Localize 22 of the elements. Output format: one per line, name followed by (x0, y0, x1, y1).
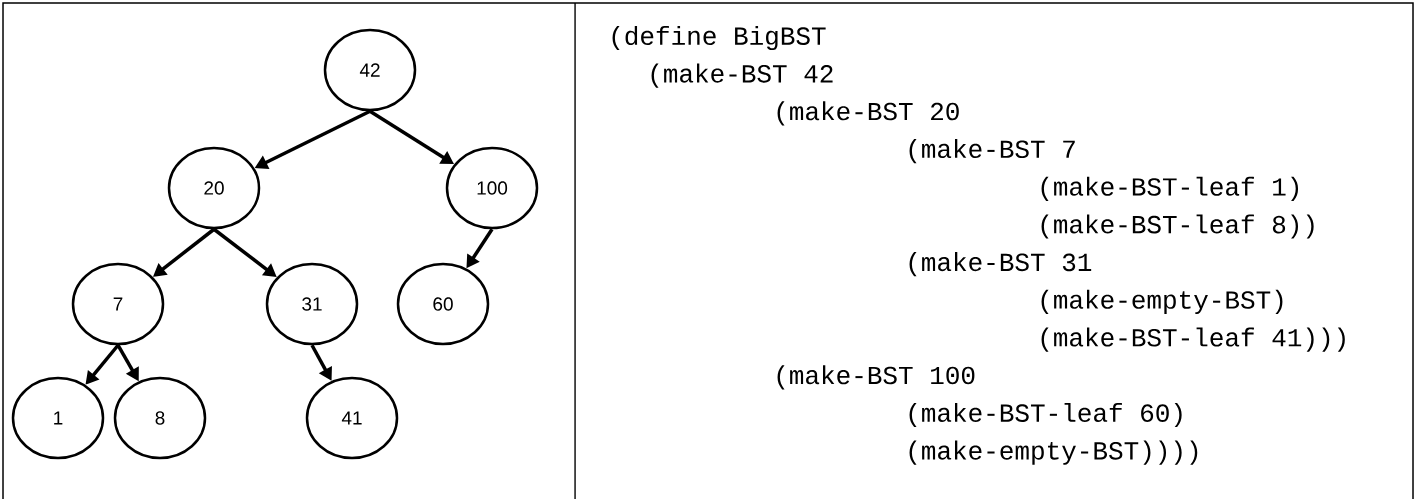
code-line: (make-BST 42 (651, 63, 833, 88)
code-line: (define BigBST (612, 25, 826, 51)
arrow (153, 227, 216, 277)
code-line: (make-BST-leaf 60) (909, 402, 1182, 428)
tree-node: 60 (396, 262, 490, 346)
code-line: (make-BST-leaf 8)) (1041, 214, 1314, 239)
code-line: (make-BST 20 (777, 101, 959, 126)
code-line: (make-BST 31 (909, 252, 1092, 277)
tree-node: 100 (445, 146, 539, 230)
tree-node: 31 (265, 262, 359, 346)
tree-node: 42 (323, 28, 417, 112)
code-line: (make-BST 7 (909, 139, 1075, 164)
tree-node: 1 (11, 376, 105, 460)
tree-node: 41 (305, 376, 399, 460)
code-line: (make-BST-leaf 41))) (1041, 327, 1345, 352)
code-line: (make-empty-BST)))) (909, 440, 1198, 465)
tree-node: 20 (167, 146, 261, 230)
code-line: (make-BST 100 (777, 365, 975, 390)
tree-node: 8 (113, 376, 207, 460)
code-line: (make-BST-leaf 1) (1041, 176, 1299, 201)
code-line: (make-empty-BST) (1041, 289, 1283, 314)
tree-node: 7 (71, 262, 165, 346)
